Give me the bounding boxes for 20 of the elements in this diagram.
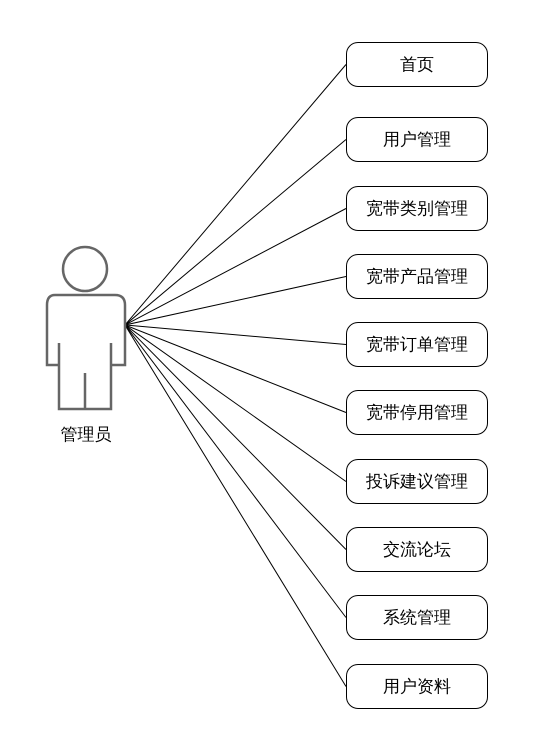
use-case-box: 宽带类别管理 — [346, 186, 488, 231]
connector-line — [124, 324, 346, 413]
use-case-box: 宽带产品管理 — [346, 254, 488, 299]
connector-line — [124, 324, 346, 345]
connector-line — [124, 324, 346, 618]
connector-line — [124, 276, 346, 326]
use-case-box: 用户资料 — [346, 664, 488, 709]
connector-line — [124, 324, 346, 482]
use-case-box: 宽带停用管理 — [346, 390, 488, 435]
use-case-box: 用户管理 — [346, 117, 488, 162]
use-case-box: 投诉建议管理 — [346, 459, 488, 504]
connector-line — [124, 139, 346, 326]
use-case-box: 首页 — [346, 42, 488, 87]
use-case-box: 宽带订单管理 — [346, 322, 488, 367]
connector-line — [124, 64, 346, 326]
use-case-box: 交流论坛 — [346, 527, 488, 572]
actor-label: 管理员 — [60, 424, 112, 446]
use-case-box: 系统管理 — [346, 595, 488, 640]
connector-line — [124, 324, 346, 550]
connector-line — [124, 208, 346, 326]
